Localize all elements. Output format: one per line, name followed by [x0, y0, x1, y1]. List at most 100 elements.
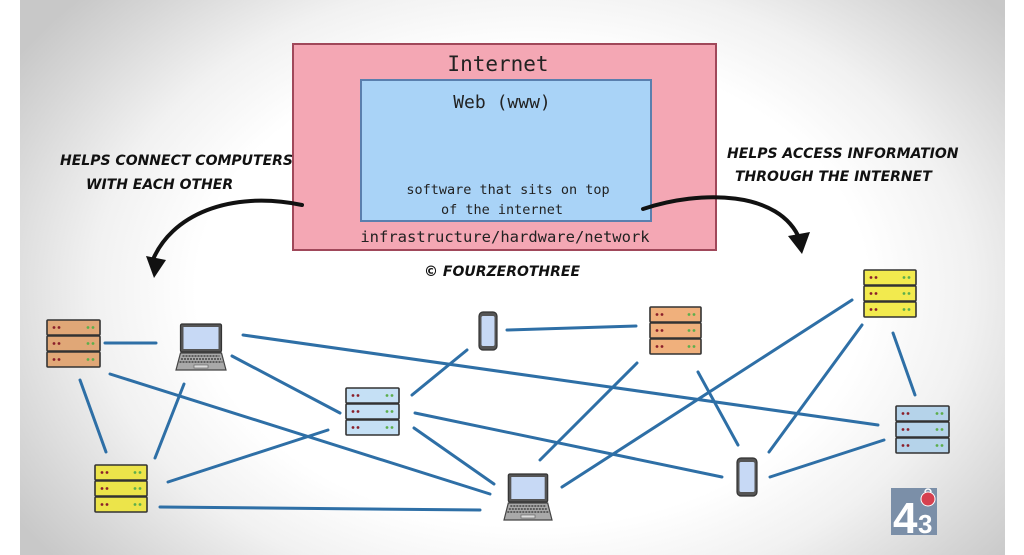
connection-line: [166, 428, 330, 484]
status-led-green: [907, 308, 911, 311]
status-led-green: [133, 503, 137, 506]
server-blue-center-server-icon: [345, 387, 400, 436]
status-led-red: [52, 342, 56, 345]
status-led-green: [907, 276, 911, 279]
status-led-red: [52, 326, 56, 329]
status-led-red: [869, 308, 873, 311]
laptop-bottom-laptop-icon: [503, 473, 553, 521]
status-led-green: [385, 426, 389, 429]
connection-line: [153, 382, 186, 460]
status-led-green: [133, 487, 137, 490]
phone-screen: [481, 316, 495, 346]
status-led-green: [692, 329, 696, 332]
right-arrow: [641, 195, 810, 254]
status-led-red: [351, 394, 355, 397]
server-unit: [94, 480, 148, 497]
status-led-red: [869, 292, 873, 295]
server-unit: [94, 496, 148, 513]
status-led-red: [906, 412, 910, 415]
status-led-red: [906, 444, 910, 447]
connection-line: [230, 354, 342, 415]
web-description-line1: software that sits on top: [406, 182, 609, 198]
status-led-green: [86, 358, 90, 361]
status-led-red: [100, 503, 104, 506]
status-led-green: [940, 412, 944, 415]
server-unit: [345, 403, 400, 420]
status-led-red: [874, 292, 878, 295]
connection-line: [891, 331, 917, 397]
status-led-green: [692, 345, 696, 348]
copyright-text: © FOURZEROTHREE: [424, 264, 580, 280]
status-led-red: [57, 342, 61, 345]
server-unit: [895, 437, 950, 454]
status-led-green: [935, 412, 939, 415]
status-led-green: [138, 487, 142, 490]
right-arrow-head: [788, 232, 810, 254]
server-brown-right-server-icon: [649, 306, 702, 355]
server-unit: [863, 269, 917, 286]
status-led-red: [356, 426, 360, 429]
right-annotation-line2: THROUGH THE INTERNET: [735, 169, 933, 185]
web-box: [360, 79, 652, 222]
status-led-green: [91, 326, 95, 329]
status-led-green: [390, 410, 394, 413]
status-led-green: [133, 471, 137, 474]
status-led-green: [902, 292, 906, 295]
status-led-red: [901, 444, 905, 447]
right-annotation-line1: HELPS ACCESS INFORMATION: [727, 146, 959, 162]
server-unit: [649, 306, 702, 323]
left-annotation-line2: WITH EACH OTHER: [86, 177, 233, 193]
status-led-green: [935, 444, 939, 447]
status-led-green: [687, 329, 691, 332]
status-led-green: [138, 503, 142, 506]
status-led-green: [687, 345, 691, 348]
connection-line: [560, 298, 854, 489]
server-yellow-left-server-icon: [94, 464, 148, 513]
logo-lock-icon: [920, 491, 936, 507]
status-led-red: [351, 426, 355, 429]
server-unit: [863, 301, 917, 318]
status-led-red: [655, 345, 659, 348]
connection-line: [538, 361, 639, 462]
status-led-red: [874, 308, 878, 311]
status-led-red: [100, 471, 104, 474]
connection-line: [108, 372, 492, 496]
connection-line: [696, 370, 740, 447]
status-led-red: [105, 487, 109, 490]
connection-line: [412, 426, 496, 486]
status-led-green: [902, 276, 906, 279]
laptop-trackpad: [193, 364, 209, 369]
connection-line: [410, 348, 469, 397]
server-unit: [46, 351, 101, 368]
status-led-red: [356, 410, 360, 413]
connection-line: [413, 411, 724, 479]
fourzerothree-logo: 4 3: [891, 488, 937, 543]
status-led-green: [940, 428, 944, 431]
server-unit: [46, 319, 101, 336]
connection-line: [767, 323, 864, 454]
network-nodes: [46, 269, 950, 521]
status-led-red: [351, 410, 355, 413]
phone-top-phone-icon: [478, 311, 498, 351]
status-led-red: [869, 276, 873, 279]
internet-footer: infrastructure/hardware/network: [360, 228, 650, 246]
status-led-green: [390, 426, 394, 429]
status-led-red: [57, 326, 61, 329]
status-led-green: [86, 342, 90, 345]
status-led-green: [91, 342, 95, 345]
status-led-green: [385, 410, 389, 413]
status-led-red: [906, 428, 910, 431]
right-arrow-curve: [641, 195, 802, 242]
laptop-trackpad: [520, 514, 536, 519]
connection-line: [78, 378, 108, 454]
server-unit: [895, 405, 950, 422]
phone-screen: [739, 462, 755, 492]
server-unit: [46, 335, 101, 352]
server-unit: [345, 387, 400, 404]
status-led-green: [902, 308, 906, 311]
status-led-red: [874, 276, 878, 279]
status-led-red: [52, 358, 56, 361]
server-unit: [895, 421, 950, 438]
server-unit: [94, 464, 148, 481]
